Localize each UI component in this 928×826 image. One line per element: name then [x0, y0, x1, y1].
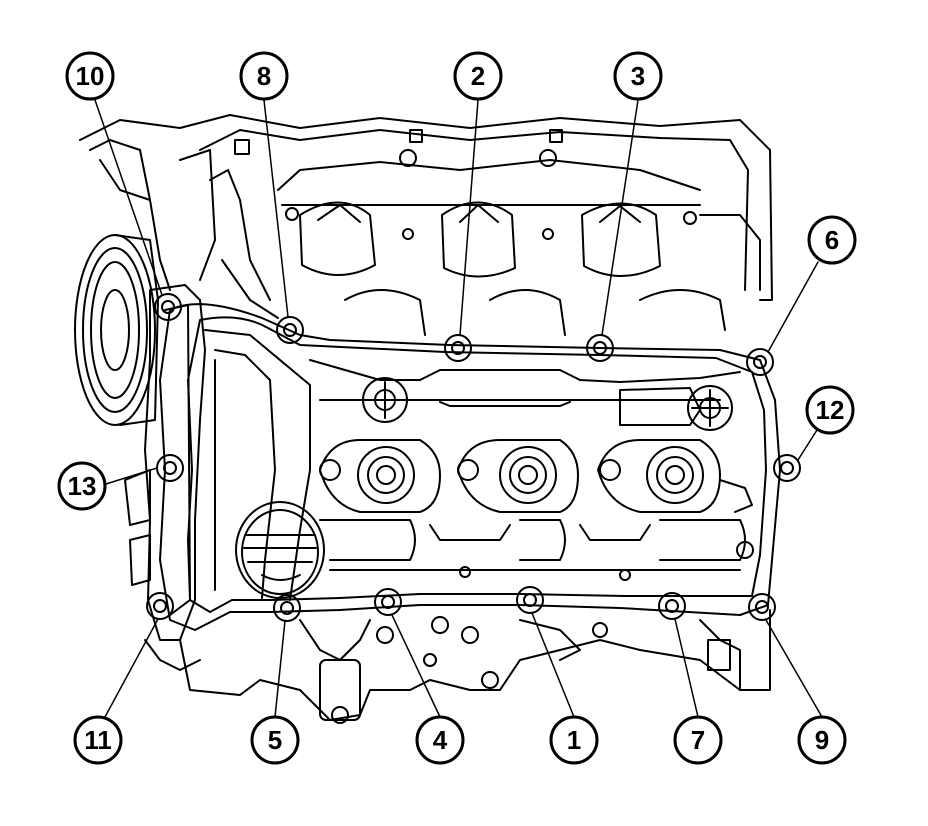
callout-label-10: 10	[76, 61, 105, 91]
callout-label-3: 3	[631, 61, 645, 91]
bolt-4	[374, 588, 402, 616]
valve-cover-bolts	[146, 293, 801, 622]
callout-label-9: 9	[815, 725, 829, 755]
callout-label-6: 6	[825, 225, 839, 255]
callout-label-2: 2	[471, 61, 485, 91]
callout-12	[805, 385, 855, 435]
callout-label-5: 5	[268, 725, 282, 755]
callout-label-7: 7	[691, 725, 705, 755]
callout-3	[613, 51, 663, 101]
callout-2	[453, 51, 503, 101]
callout-9	[797, 715, 847, 765]
callout-4	[415, 715, 465, 765]
callout-label-1: 1	[567, 725, 581, 755]
bolt-2	[444, 334, 472, 362]
bolt-7	[658, 592, 686, 620]
bolt-11	[146, 592, 174, 620]
intake-ports	[299, 201, 726, 336]
valve-cover-lower-ribs	[319, 519, 754, 581]
callout-5	[250, 715, 300, 765]
bolt-10	[154, 293, 182, 321]
bolt-13	[156, 454, 184, 482]
bolt-9	[748, 593, 776, 621]
engine-block-lower	[179, 609, 771, 724]
callout-label-11: 11	[84, 725, 112, 755]
bolt-5	[273, 594, 301, 622]
valve-cover	[159, 303, 781, 631]
pulley	[74, 234, 159, 426]
callout-label-13: 13	[68, 471, 97, 501]
callout-label-4: 4	[433, 725, 448, 755]
leader-lines	[94, 99, 823, 718]
ignition-coils	[319, 439, 753, 513]
bolt-12	[773, 454, 801, 482]
callout-8	[239, 51, 289, 101]
callout-label-8: 8	[257, 61, 271, 91]
callout-13	[57, 461, 107, 511]
bolt-6	[746, 348, 774, 376]
callouts	[57, 51, 857, 765]
callout-7	[673, 715, 723, 765]
callout-6	[807, 215, 857, 265]
bolt-8	[276, 316, 304, 344]
bolt-3	[586, 334, 614, 362]
callout-label-12: 12	[816, 395, 845, 425]
upper-engine-structure	[79, 114, 773, 319]
callout-labels: 1 2 3 4 5 6 7 8 9 10 11 12 13	[68, 61, 845, 755]
bolt-1	[516, 586, 544, 614]
callout-10	[65, 51, 115, 101]
callout-11	[73, 715, 123, 765]
oil-fill-cap	[235, 501, 325, 599]
callout-1	[549, 715, 599, 765]
